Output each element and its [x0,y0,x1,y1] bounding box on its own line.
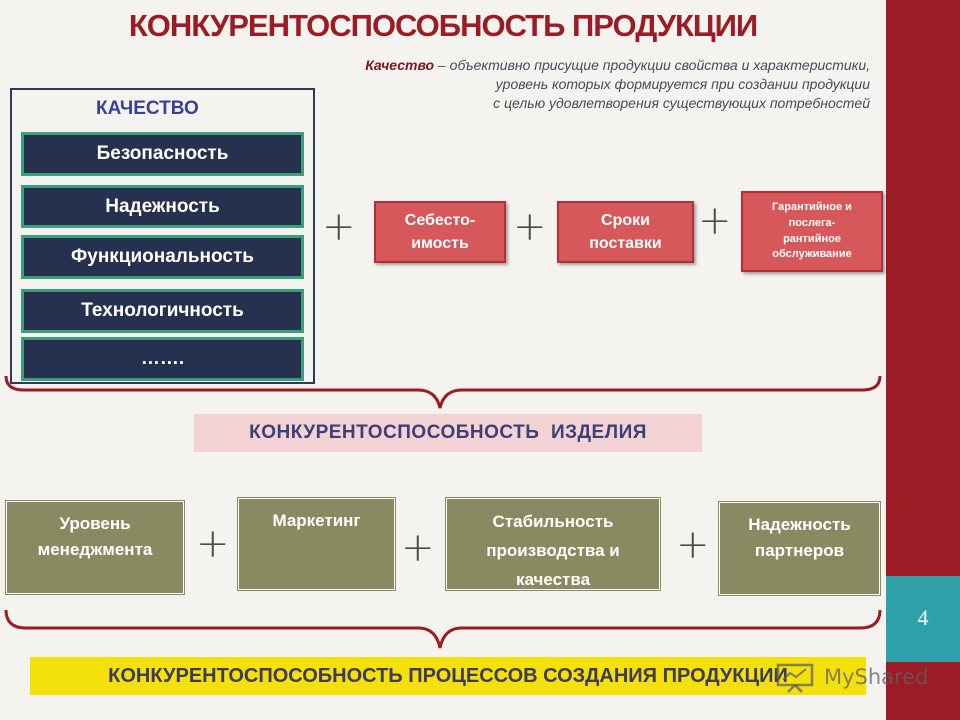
quality-item-manufacturability: Технологичность [21,289,304,333]
quality-definition: Качество – объективно присущие продукции… [270,56,870,113]
product-competitiveness-label: КОНКУРЕНТОСПОСОБНОСТЬ ИЗДЕЛИЯ [249,422,647,443]
process-factor-marketing: Маркетинг [237,497,396,591]
definition-line-3: с целью удовлетворения существующих потр… [493,95,870,111]
right-side-bar: 4 [886,0,960,720]
plus-sign: + [698,198,732,244]
quality-group-frame [10,88,315,384]
quality-group-label: КАЧЕСТВО [96,98,199,119]
factor-delivery-label: Сроки поставки [589,211,662,252]
quality-item-functionality: Функциональность [21,235,304,279]
factor-cost: Себесто- имость [374,201,506,263]
process-competitiveness-label: КОНКУРЕНТОСПОСОБНОСТЬ ПРОЦЕССОВ СОЗДАНИЯ… [108,664,788,687]
watermark: MyShared [762,657,942,697]
plus-sign: + [401,525,435,571]
plus-sign: + [196,521,230,567]
plus-sign: + [513,204,547,250]
plus-sign: + [322,204,356,250]
process-factor-partners: Надежность партнеров [718,501,881,596]
brace-process [4,609,882,649]
definition-text-1: – объективно присущие продукции свойства… [434,57,870,73]
process-factor-management: Уровень менеджмента [5,500,185,595]
definition-line-1: Качество – объективно присущие продукции… [270,56,870,75]
presentation-icon [776,663,814,693]
process-factor-stability: Стабильность производства и качества [445,497,661,591]
quality-item-reliability: Надежность [21,185,304,228]
factor-delivery: Сроки поставки [557,201,694,263]
product-competitiveness-bar: КОНКУРЕНТОСПОСОБНОСТЬ ИЗДЕЛИЯ [194,414,702,452]
definition-line-2: уровень которых формируется при создании… [495,76,870,92]
process-competitiveness-bar: КОНКУРЕНТОСПОСОБНОСТЬ ПРОЦЕССОВ СОЗДАНИЯ… [30,657,866,695]
definition-term: Качество [365,57,435,73]
brace-product [4,375,882,409]
factor-cost-label: Себесто- имость [404,211,476,252]
quality-item-safety: Безопасность [21,132,304,176]
slide-title: КОНКУРЕНТОСПОСОБНОСТЬ ПРОДУКЦИИ [128,8,758,43]
factor-service: Гарантийное и послега- рантийное обслужи… [741,191,883,272]
watermark-text: MyShared [824,665,929,689]
plus-sign: + [676,522,710,568]
quality-item-ellipsis: ……. [21,337,304,381]
factor-service-label: Гарантийное и послега- рантийное обслужи… [772,200,852,261]
page-number: 4 [917,605,929,630]
page-number-block [886,576,960,662]
